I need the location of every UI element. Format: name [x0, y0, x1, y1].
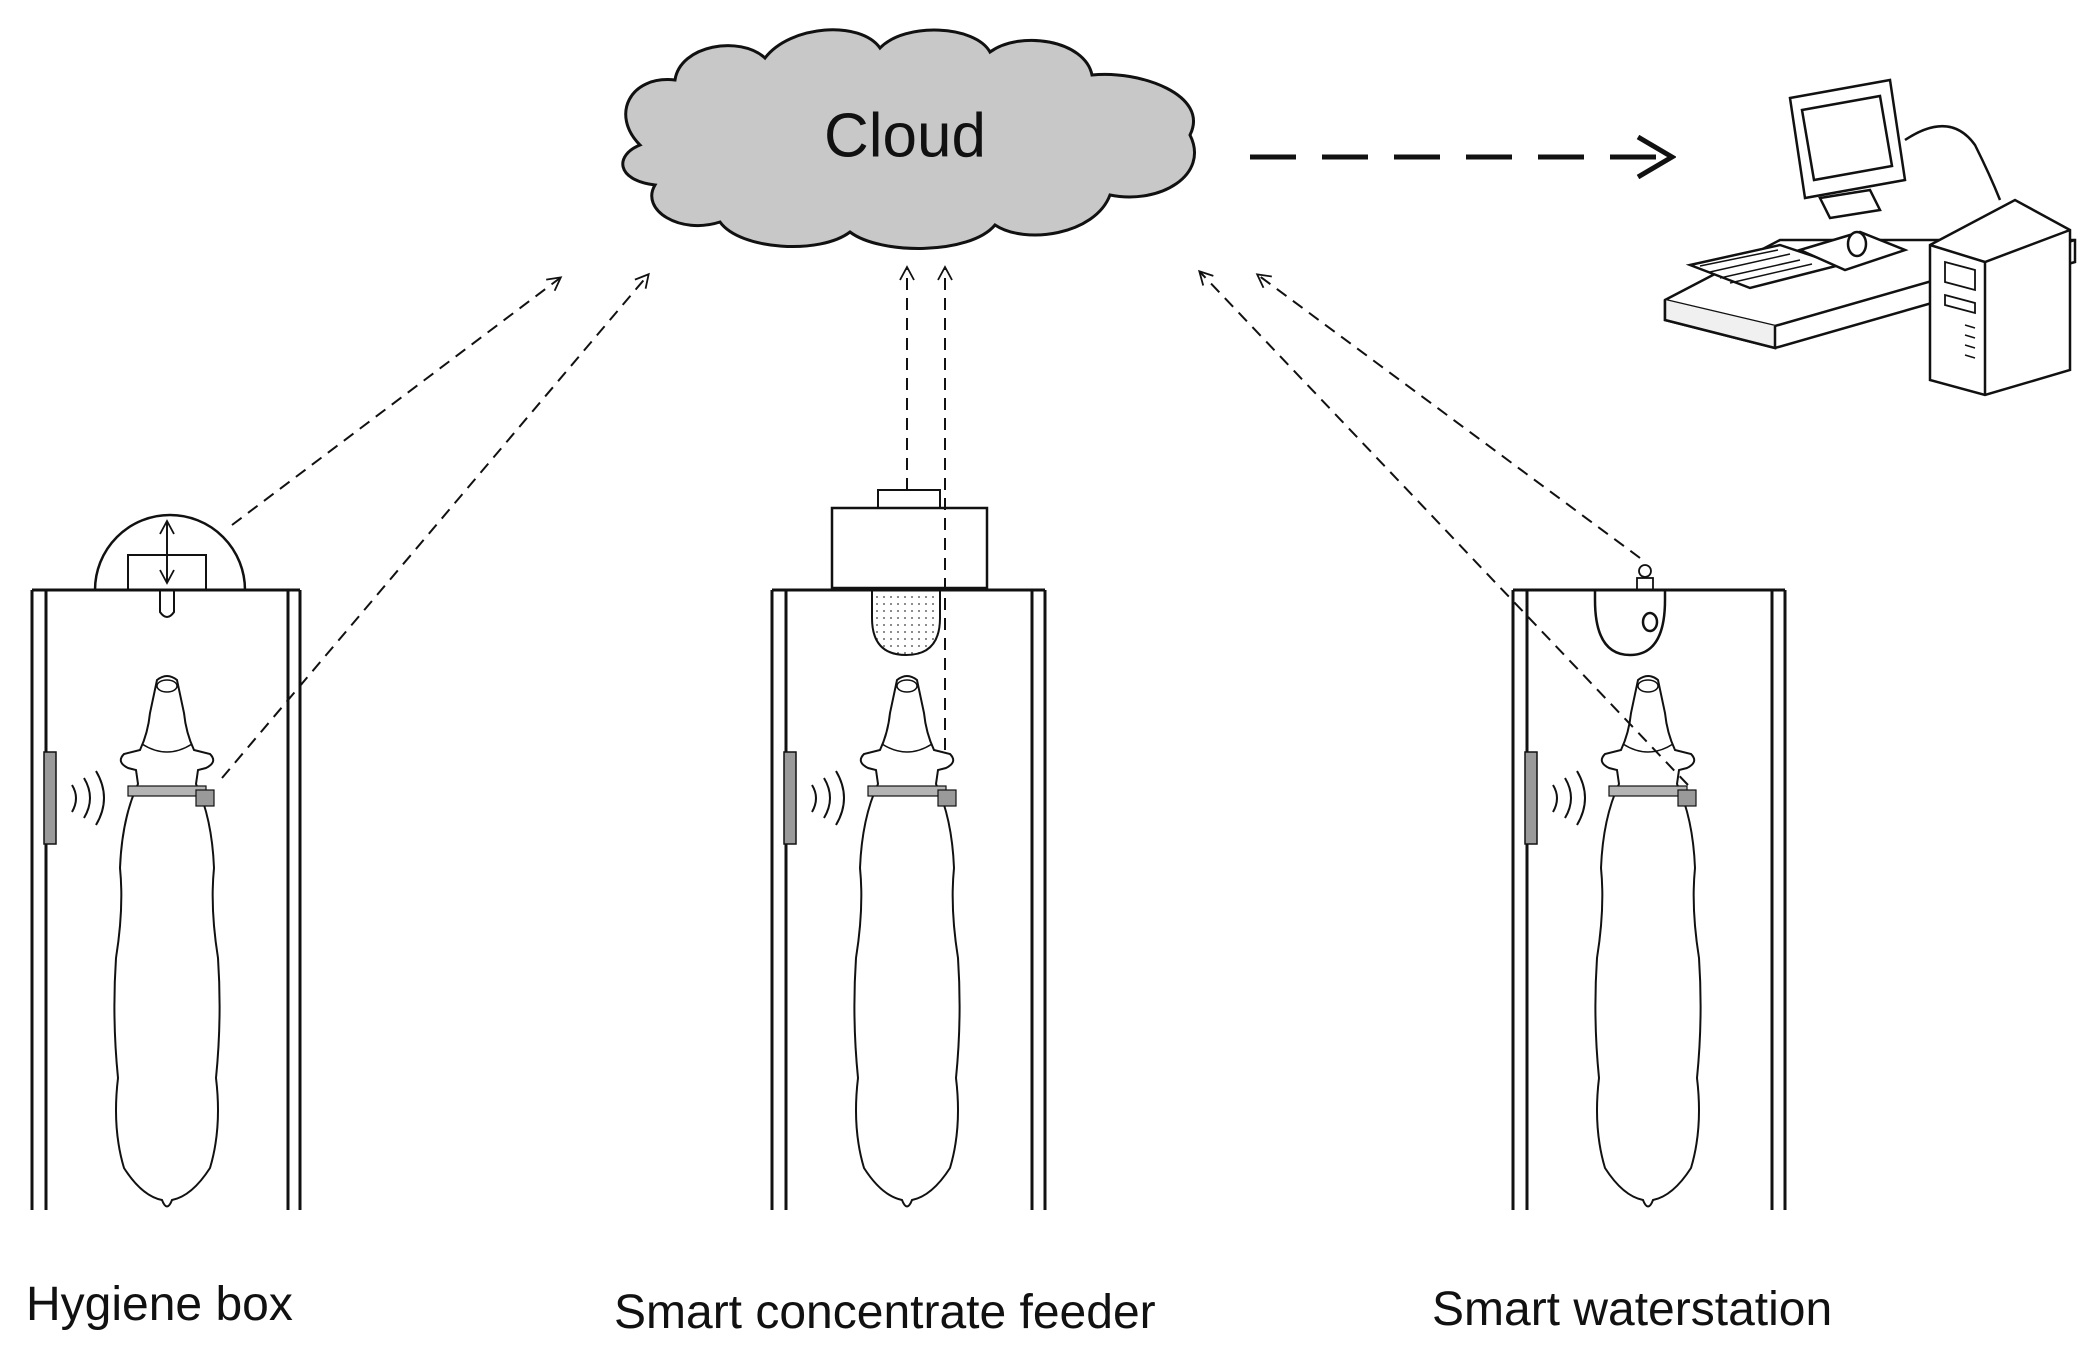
concentrate-feeder-station: [770, 489, 1047, 1210]
waterstation-collar-link-arrow: [1198, 269, 1689, 786]
cloud-shape: [621, 28, 1197, 250]
hygiene-collar-link-arrow: [221, 272, 650, 779]
computer-icon: [1663, 78, 2077, 397]
data-link-arrows: [221, 265, 1689, 786]
waterstation-link-arrow: [1255, 273, 1641, 559]
rfid-reader-panel: [1524, 751, 1538, 845]
cloud-label: Cloud: [824, 101, 986, 171]
hygiene-box-label: Hygiene box: [26, 1278, 293, 1331]
waterstation-station: [1511, 564, 1787, 1210]
rfid-reader-panel: [783, 751, 797, 845]
concentrate-feeder-label: Smart concentrate feeder: [614, 1286, 1156, 1339]
rfid-reader-panel: [43, 751, 57, 845]
waterstation-label: Smart waterstation: [1432, 1283, 1833, 1336]
hygiene-box-station: [30, 513, 302, 1210]
hygiene-box-link-arrow: [231, 276, 563, 526]
